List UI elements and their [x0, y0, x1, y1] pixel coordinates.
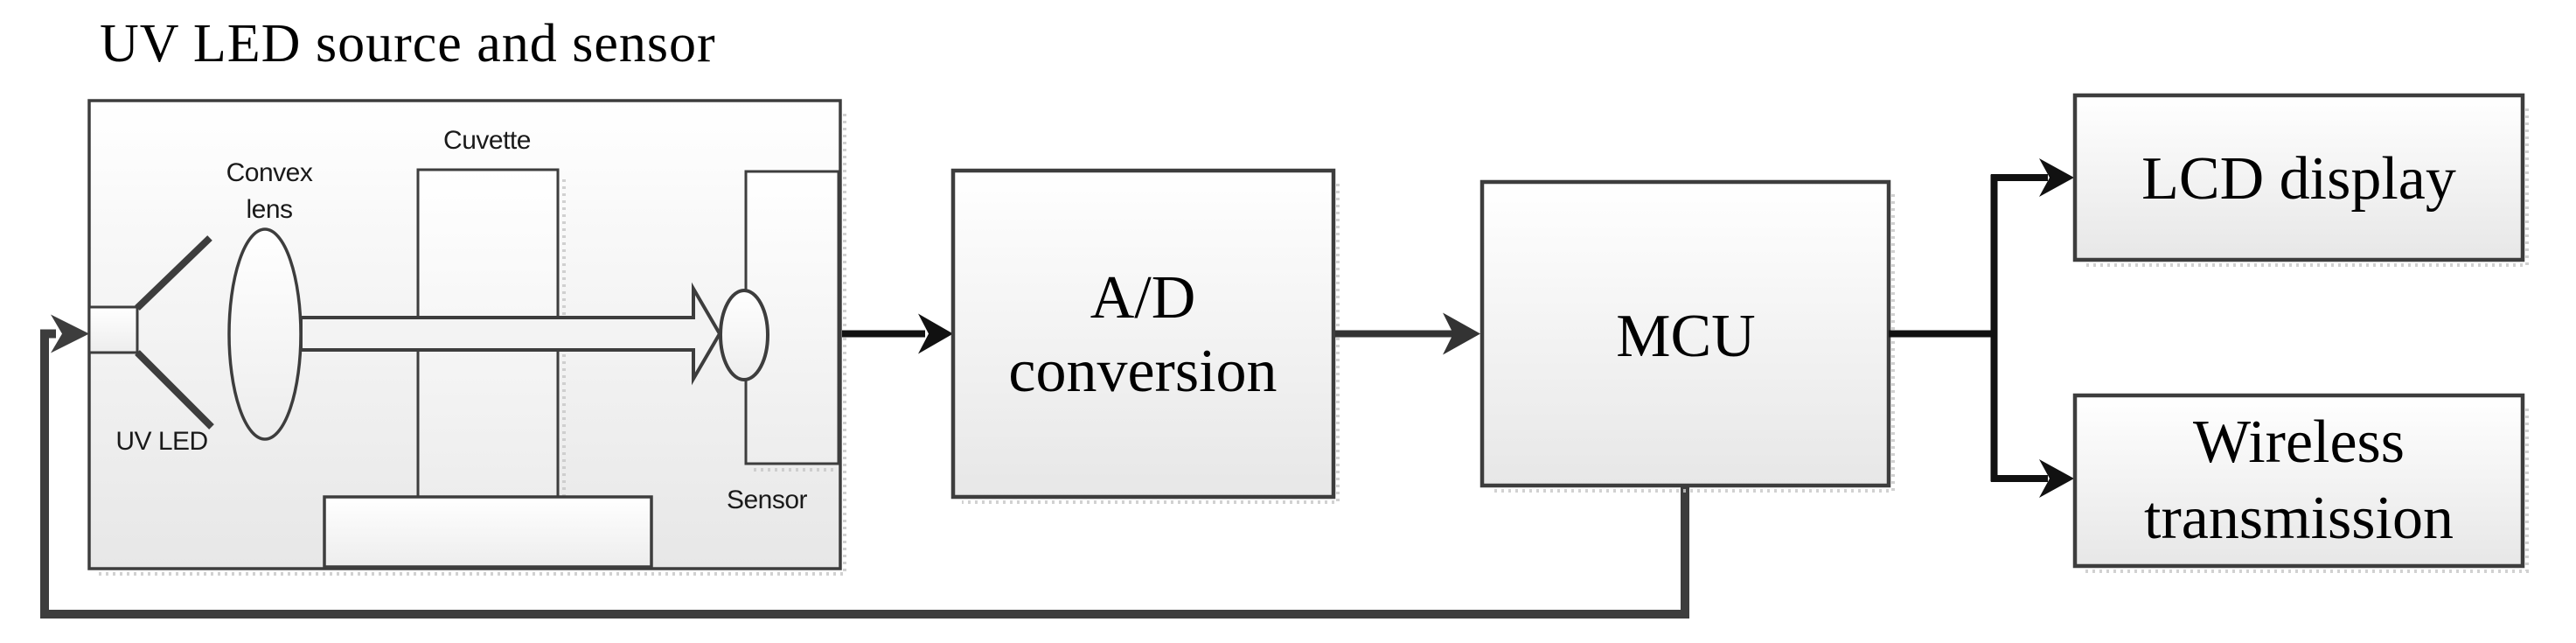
light-cone-upper-line: [135, 235, 212, 311]
lcd-display-shadow: [2084, 108, 2529, 267]
ad-conversion-box: [950, 168, 1336, 500]
wireless-label-line1: Wireless: [2193, 409, 2405, 476]
ad-to-mcu-arrowhead-icon: [1443, 312, 1480, 355]
mcu-label: MCU: [1616, 303, 1755, 370]
wireless-transmission-shadow: [2084, 409, 2529, 573]
convex-lens-shape: [227, 227, 303, 441]
ad-conversion-shadow: [962, 184, 1340, 504]
sensor-label: Sensor: [727, 486, 808, 514]
sensor-lens-shape: [719, 289, 769, 381]
wireless-arrowhead-icon: [2039, 459, 2074, 498]
ad-conversion-label-line2: conversion: [1008, 338, 1277, 405]
sensor-shape: [744, 170, 840, 465]
wireless-label-line2: transmission: [2144, 485, 2454, 552]
mcu-shadow: [1491, 194, 1895, 493]
convex-lens-label-line1: Convex: [226, 158, 313, 187]
feedback-line: [40, 329, 1689, 619]
cuvette-base-shape: [323, 495, 653, 569]
uv-to-ad-arrowhead-icon: [918, 313, 953, 354]
convex-lens-label-line2: lens: [246, 195, 292, 224]
mcu-box: [1479, 179, 1891, 488]
uv-led-label: UV LED: [115, 427, 207, 456]
uv-led-shape: [87, 305, 139, 354]
lcd-arrowhead-icon: [2039, 158, 2074, 197]
cuvette-label: Cuvette: [443, 126, 531, 155]
light-beam-arrow: [299, 282, 722, 386]
ad-conversion-label-line1: A/D: [1090, 264, 1196, 332]
diagram-title: UV LED source and sensor: [100, 14, 716, 73]
light-cone-lower-line: [135, 350, 214, 430]
feedback-arrowhead-icon: [51, 314, 89, 353]
wireless-transmission-box: [2072, 393, 2525, 569]
lcd-display-label: LCD display: [2141, 145, 2456, 213]
lcd-display-box: [2072, 93, 2525, 262]
